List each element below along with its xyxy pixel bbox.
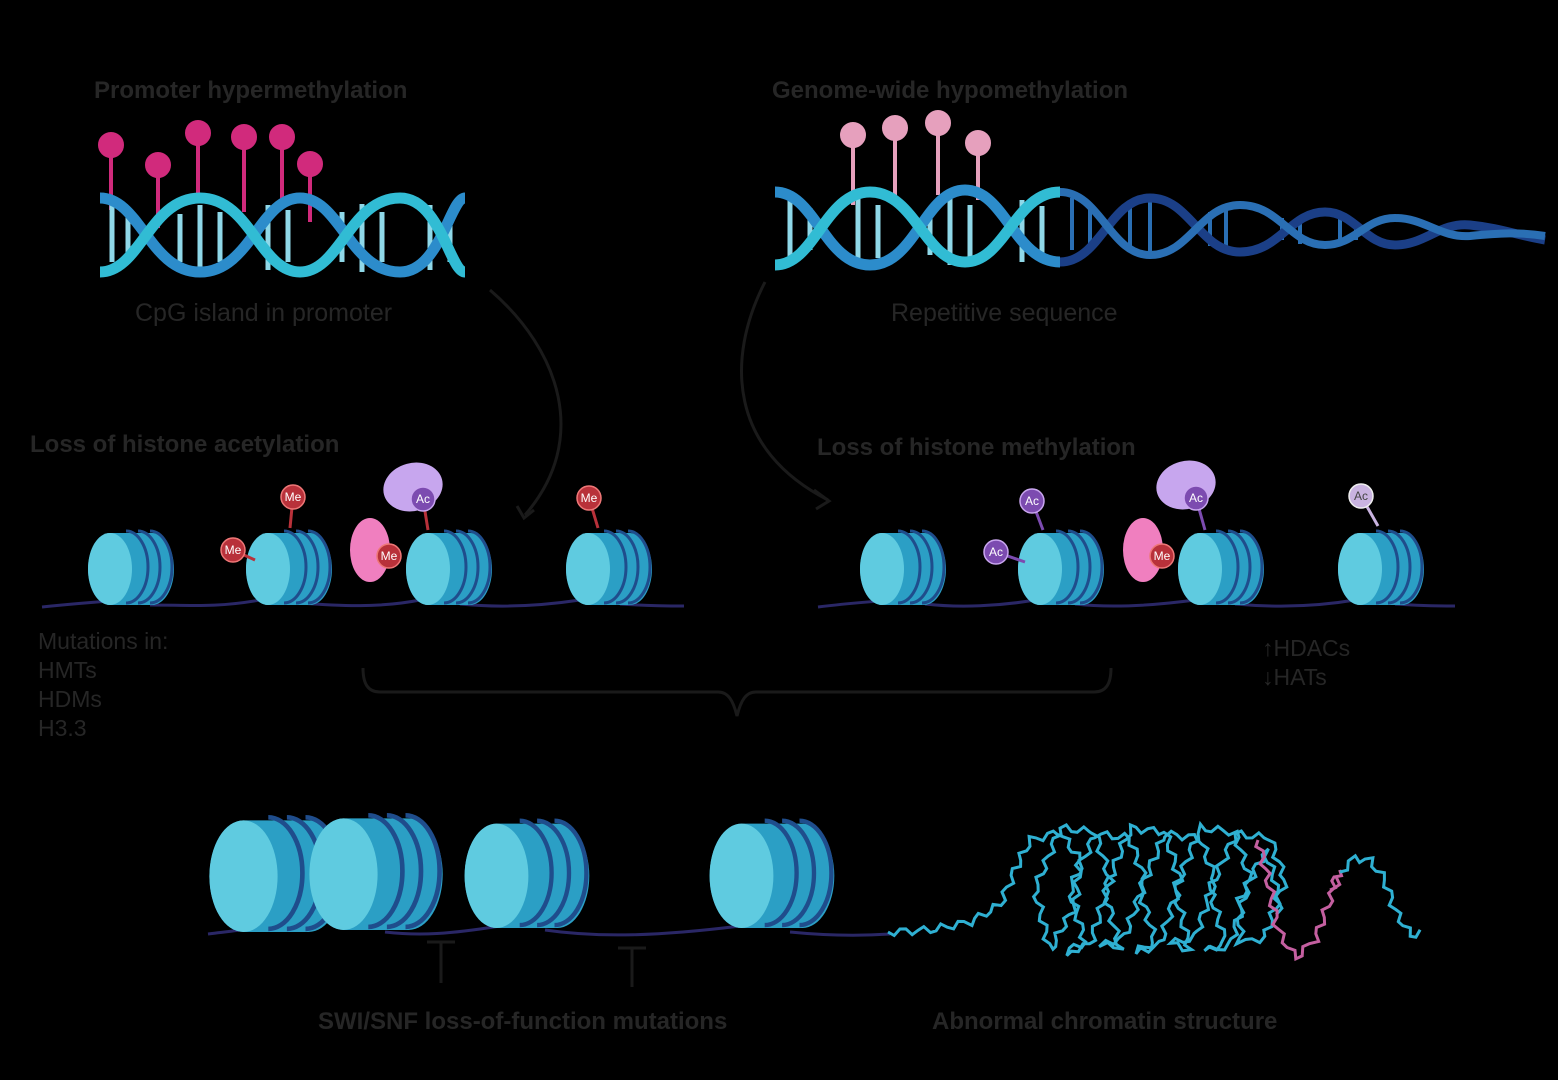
linker-dna (817, 598, 1456, 609)
svg-text:Me: Me (225, 543, 242, 557)
nucleosome-icon (710, 821, 835, 928)
hypo-caption: Repetitive sequence (891, 299, 1118, 327)
acetyl-mark: Ac (1183, 485, 1209, 511)
histone-left-title: Loss of histone acetylation (30, 431, 339, 458)
svg-text:Me: Me (381, 549, 398, 563)
acetyl-mark: Ac (983, 539, 1009, 565)
chromatin-tail (1339, 853, 1422, 939)
svg-text:Ac: Ac (1354, 489, 1368, 503)
nucleosome-icon (404, 529, 494, 607)
dna-helix-icon (774, 110, 1546, 271)
mutation-line: Mutations in: (38, 628, 168, 654)
methyl-mark: Me (220, 537, 246, 563)
nucleosome-icon (564, 529, 654, 607)
dna-helix-icon (98, 120, 468, 278)
chromatin-label: Abnormal chromatin structure (932, 1008, 1277, 1035)
acetyl-mark-light: Ac (1348, 483, 1374, 509)
svg-text:Me: Me (581, 491, 598, 505)
swi-label: SWI/SNF loss-of-function mutations (318, 1008, 727, 1035)
svg-text:Ac: Ac (1189, 491, 1203, 505)
acetyl-mark: Ac (410, 486, 436, 512)
hypo-title: Genome-wide hypomethylation (772, 77, 1128, 104)
nucleosome-icon (1336, 529, 1426, 607)
svg-text:Ac: Ac (989, 545, 1003, 559)
nucleosome-icon (465, 821, 590, 928)
acetyl-mark: Ac (1019, 488, 1045, 514)
svg-text:Me: Me (285, 490, 302, 504)
svg-text:Me: Me (1154, 549, 1171, 563)
mutation-line: HDMs (38, 686, 102, 712)
nucleosome-icon (1016, 529, 1106, 607)
inhibition-bar-icon (618, 946, 646, 987)
nucleosome-icon (86, 529, 176, 607)
curved-arrow-icon (489, 288, 563, 521)
methyl-mark: Me (576, 485, 602, 511)
hyper-title: Promoter hypermethylation (94, 77, 407, 104)
brace-icon (361, 667, 1113, 717)
methyl-mark: Me (1149, 543, 1175, 569)
svg-text:Ac: Ac (416, 492, 430, 506)
mutation-line: HMTs (38, 657, 97, 683)
inhibition-bar-icon (427, 940, 455, 983)
methyl-mark: Me (280, 484, 306, 510)
hyper-caption: CpG island in promoter (135, 299, 392, 327)
enzyme-line: ↓HATs (1262, 664, 1327, 690)
mutation-line: H3.3 (38, 715, 87, 741)
nucleosome-icon (858, 529, 948, 607)
nucleosome-icon (1176, 529, 1266, 607)
nucleosome-icon (244, 529, 334, 607)
methyl-mark: Me (376, 543, 402, 569)
enzyme-line: ↑HDACs (1262, 635, 1350, 661)
curved-arrow-icon (740, 281, 832, 511)
histone-right-title: Loss of histone methylation (817, 434, 1136, 461)
methyl-lollipop-icon (98, 120, 323, 228)
nucleosome-icon (309, 815, 442, 930)
linker-dna (41, 598, 685, 609)
chromatin-coil-icon (887, 820, 1422, 962)
svg-text:Ac: Ac (1025, 494, 1039, 508)
